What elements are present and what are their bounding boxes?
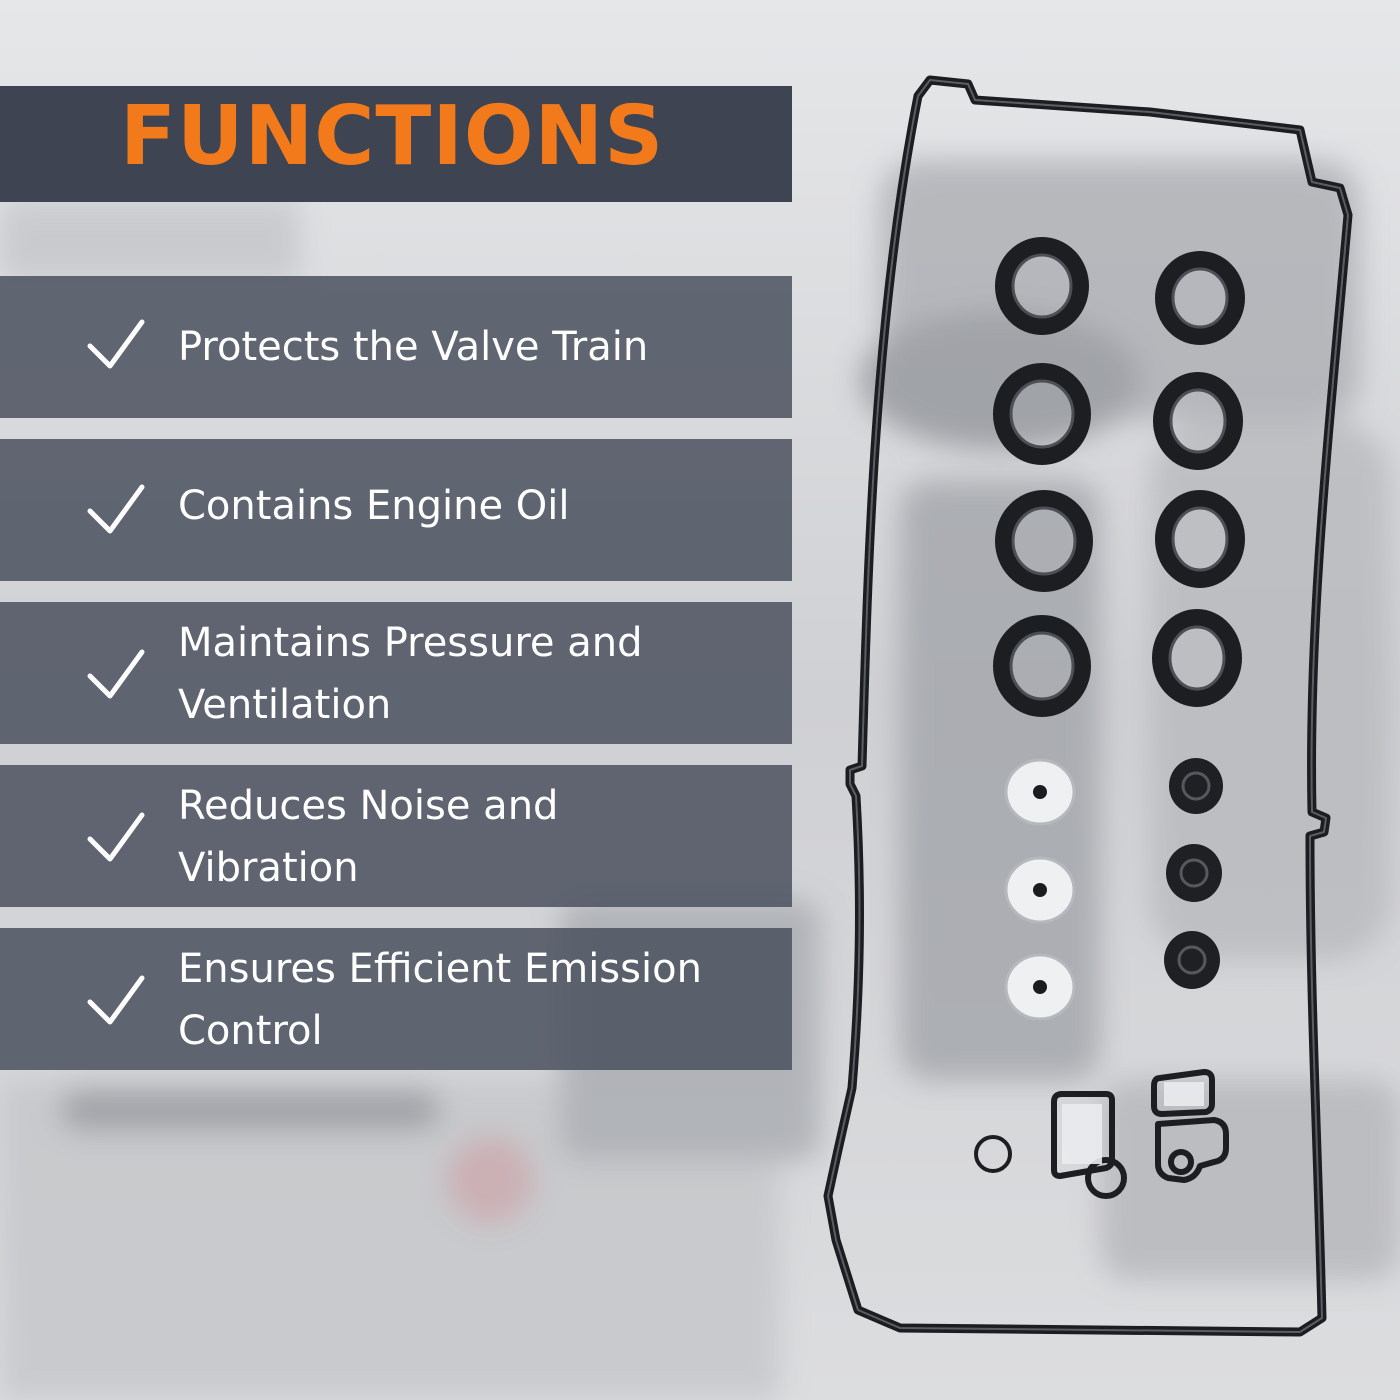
checkmark-icon <box>87 649 145 699</box>
checkmark-icon <box>87 484 145 534</box>
spool-valve-gasket <box>1151 1069 1229 1183</box>
page-title: FUNCTIONS <box>120 89 665 184</box>
feature-row-3: Maintains Pressure and Ventilation <box>0 602 792 744</box>
checkmark-icon <box>87 812 145 862</box>
feature-row-1: Protects the Valve Train <box>0 276 792 418</box>
tube-seal-rings <box>993 237 1245 717</box>
feature-label-line2: Vibration <box>178 845 359 891</box>
filter-gasket <box>1051 1091 1127 1199</box>
feature-label-line2: Ventilation <box>178 682 392 728</box>
feature-label-line1: Ensures Efficient Emission <box>178 946 702 992</box>
small-o-ring <box>974 1135 1012 1173</box>
metal-washers <box>1004 758 1076 1021</box>
feature-row-5: Ensures Efficient Emission Control <box>0 928 792 1070</box>
title-banner <box>0 86 792 202</box>
feature-label: Contains Engine Oil <box>178 483 570 529</box>
checkmark-icon <box>87 975 145 1025</box>
feature-label: Ensures Efficient Emission Control <box>178 938 702 1062</box>
checkmark-icon <box>87 319 145 369</box>
feature-row-4: Reduces Noise and Vibration <box>0 765 792 907</box>
feature-label: Maintains Pressure and Ventilation <box>178 612 642 736</box>
feature-label: Protects the Valve Train <box>178 324 649 370</box>
feature-label-line2: Control <box>178 1008 323 1054</box>
rubber-grommets <box>1164 758 1223 989</box>
feature-label: Reduces Noise and Vibration <box>178 775 558 899</box>
feature-label-line1: Reduces Noise and <box>178 783 559 829</box>
feature-row-2: Contains Engine Oil <box>0 439 792 581</box>
valve-cover-gasket-image <box>823 75 1353 1337</box>
feature-label-line1: Maintains Pressure and <box>178 620 643 666</box>
